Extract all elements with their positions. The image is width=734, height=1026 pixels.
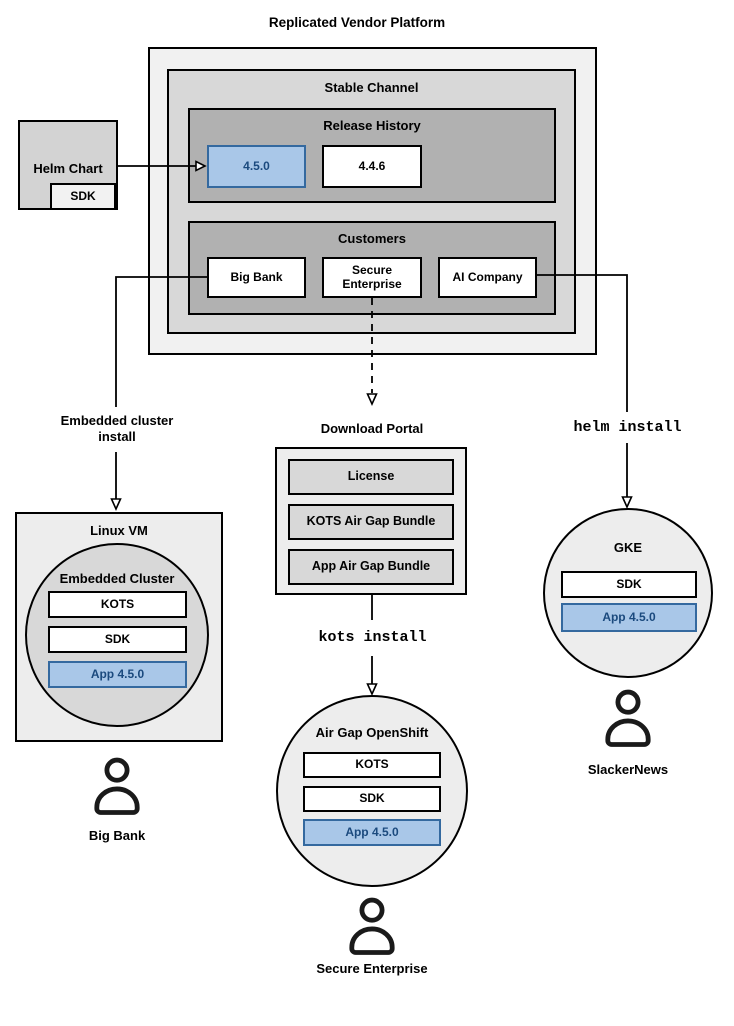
- gke-title: GKE: [613, 540, 643, 555]
- component-node-sdk: SDK: [303, 786, 441, 812]
- component-label: SDK: [104, 631, 131, 646]
- app-node: App 4.5.0: [303, 819, 441, 846]
- linux-vm-box: Linux VM Embedded Cluster KOTS SDK App 4…: [15, 512, 223, 742]
- embedded-cluster-circle: Embedded Cluster KOTS SDK App 4.5.0: [25, 543, 209, 727]
- app-label: App 4.5.0: [345, 824, 399, 839]
- customer-node-big-bank: Big Bank: [207, 257, 306, 298]
- diagram-title: Replicated Vendor Platform: [268, 15, 446, 30]
- component-node-sdk: SDK: [48, 626, 187, 653]
- release-node-446: 4.4.6: [322, 145, 422, 188]
- person-icon: [92, 756, 142, 818]
- app-node: App 4.5.0: [48, 661, 187, 688]
- app-node: App 4.5.0: [561, 603, 697, 632]
- download-portal-item-kots-bundle: KOTS Air Gap Bundle: [288, 504, 454, 540]
- customer-node-ai-company: AI Company: [438, 257, 537, 298]
- item-label: KOTS Air Gap Bundle: [306, 514, 436, 529]
- gke-circle: GKE SDK App 4.5.0: [543, 508, 713, 678]
- stable-channel-title: Stable Channel: [324, 80, 419, 95]
- customer-node-secure-enterprise: Secure Enterprise: [322, 257, 422, 298]
- sdk-label: SDK: [70, 188, 96, 203]
- air-gap-openshift-title: Air Gap OpenShift: [315, 725, 429, 740]
- arrowhead-down-icon: [110, 498, 122, 511]
- release-history-box: Release History 4.5.0 4.4.6: [188, 108, 556, 203]
- download-portal-item-app-bundle: App Air Gap Bundle: [288, 549, 454, 585]
- download-portal-item-license: License: [288, 459, 454, 495]
- flow-label-helm-install: helm install: [573, 419, 682, 436]
- embedded-cluster-title: Embedded Cluster: [59, 571, 175, 586]
- component-label: KOTS: [355, 757, 389, 772]
- customer-name: AI Company: [452, 269, 523, 284]
- flow-label-embedded-cluster-install: Embedded cluster install: [60, 413, 174, 444]
- customers-box: Customers Big Bank Secure Enterprise AI …: [188, 221, 556, 315]
- download-portal-title: Download Portal: [320, 421, 424, 436]
- arrowhead-down-icon: [366, 683, 378, 696]
- arrowhead-down-icon: [621, 496, 633, 509]
- component-label: KOTS: [100, 596, 135, 611]
- component-node-kots: KOTS: [303, 752, 441, 778]
- person-icon: [603, 688, 653, 750]
- item-label: License: [347, 469, 395, 484]
- air-gap-openshift-circle: Air Gap OpenShift KOTS SDK App 4.5.0: [276, 695, 468, 887]
- stable-channel-box: Stable Channel Release History 4.5.0 4.4…: [167, 69, 576, 334]
- person-icon: [347, 896, 397, 958]
- component-label: SDK: [359, 791, 385, 806]
- release-version: 4.4.6: [358, 158, 386, 173]
- component-node-sdk: SDK: [561, 571, 697, 598]
- flow-label-kots-install: kots install: [318, 629, 427, 646]
- customer-name: Secure Enterprise: [342, 263, 402, 291]
- owner-label-big-bank: Big Bank: [88, 828, 146, 843]
- customer-name: Big Bank: [230, 269, 283, 284]
- owner-label-secure-enterprise: Secure Enterprise: [316, 961, 428, 976]
- owner-label-slackernews: SlackerNews: [587, 762, 669, 777]
- app-label: App 4.5.0: [602, 609, 656, 624]
- release-history-title: Release History: [323, 118, 421, 133]
- download-portal-box: License KOTS Air Gap Bundle App Air Gap …: [275, 447, 467, 595]
- vendor-platform-box: Stable Channel Release History 4.5.0 4.4…: [148, 47, 597, 355]
- app-label: App 4.5.0: [90, 666, 145, 681]
- component-node-kots: KOTS: [48, 591, 187, 618]
- helm-chart-title: Helm Chart: [33, 161, 103, 176]
- helm-sdk-node: SDK: [50, 183, 116, 210]
- component-label: SDK: [616, 576, 642, 591]
- arrowhead-down-icon: [366, 393, 378, 406]
- item-label: App Air Gap Bundle: [311, 559, 431, 574]
- release-node-450: 4.5.0: [207, 145, 306, 188]
- linux-vm-title: Linux VM: [90, 523, 148, 538]
- customers-title: Customers: [338, 231, 406, 246]
- helm-chart-box: Helm Chart SDK: [18, 120, 118, 210]
- release-version: 4.5.0: [243, 158, 270, 173]
